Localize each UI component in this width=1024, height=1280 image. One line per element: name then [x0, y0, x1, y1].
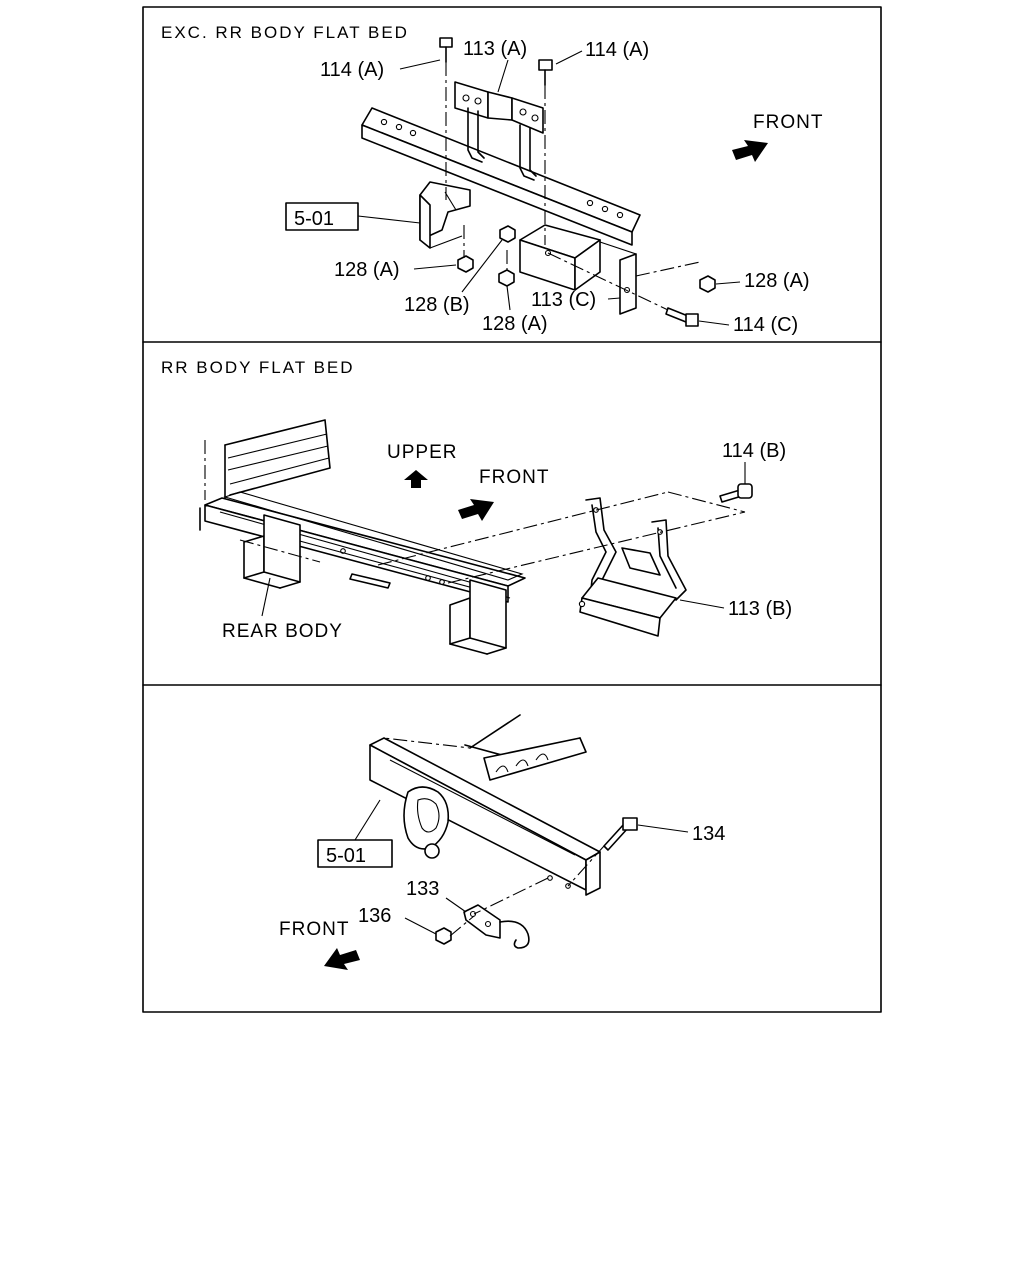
front-arrow-rr — [458, 499, 494, 521]
callout-128a-bottom: 128 (A) — [482, 313, 548, 335]
callout-128b: 128 (B) — [404, 294, 470, 316]
front-label-rr: FRONT — [479, 467, 549, 488]
channel-post-right — [199, 507, 507, 655]
upper-label: UPPER — [387, 442, 457, 463]
nut-128b — [499, 225, 516, 243]
nut-128a-left — [457, 255, 474, 273]
bolt-114b — [719, 483, 753, 503]
bolt-134 — [603, 817, 638, 851]
front-arrow — [732, 140, 768, 162]
panel-exc-flat-bed: EXC. RR BODY FLAT BED — [161, 23, 823, 336]
bracket-113c — [519, 224, 637, 315]
diagram-frame — [142, 6, 882, 1013]
panel-tow-hook: FRONT 5-01 134 133 136 — [279, 714, 725, 970]
front-arrow-hook — [324, 948, 360, 970]
frame-channel-left — [419, 181, 471, 249]
nut-128a-right — [699, 275, 716, 293]
callout-114b: 114 (B) — [722, 440, 786, 462]
chassis-frame — [369, 714, 601, 896]
bolt-114a-right — [538, 59, 553, 86]
bolt-114c — [665, 307, 699, 327]
upper-arrow — [404, 470, 428, 488]
callout-134: 134 — [692, 823, 725, 845]
crossmember-rail — [361, 107, 641, 246]
callout-114a-right: 114 (A) — [585, 39, 649, 61]
nut-136 — [435, 927, 452, 945]
callout-133: 133 — [406, 878, 439, 900]
callout-114c: 114 (C) — [733, 314, 798, 336]
tow-hook-133 — [463, 904, 530, 949]
front-label: FRONT — [753, 112, 823, 133]
callout-136: 136 — [358, 905, 391, 927]
bracket-113a — [454, 81, 544, 181]
callout-128a-right: 128 (A) — [744, 270, 810, 292]
callout-113b: 113 (B) — [728, 598, 792, 620]
panel-title-rr-flat-bed: RR BODY FLAT BED — [161, 358, 355, 377]
callout-128a-left: 128 (A) — [334, 259, 400, 281]
rear-body-panel — [204, 419, 331, 501]
ref-501-top: 5-01 — [294, 208, 334, 230]
ref-501-hook: 5-01 — [326, 845, 366, 867]
channel-post-left — [239, 514, 321, 589]
callout-114a-left: 114 (A) — [320, 59, 384, 81]
front-label-hook: FRONT — [279, 919, 349, 940]
bolt-114a-left — [439, 37, 453, 63]
nut-128a-bottom — [498, 269, 515, 287]
rear-body-label: REAR BODY — [222, 621, 343, 642]
front-hook-casting — [403, 786, 450, 859]
panel-title-exc-flat-bed: EXC. RR BODY FLAT BED — [161, 23, 409, 42]
bracket-113b — [578, 497, 687, 637]
callout-113a: 113 (A) — [463, 38, 527, 60]
callout-113c: 113 (C) — [531, 289, 596, 311]
panel-rr-flat-bed: RR BODY FLAT BED — [161, 358, 792, 655]
